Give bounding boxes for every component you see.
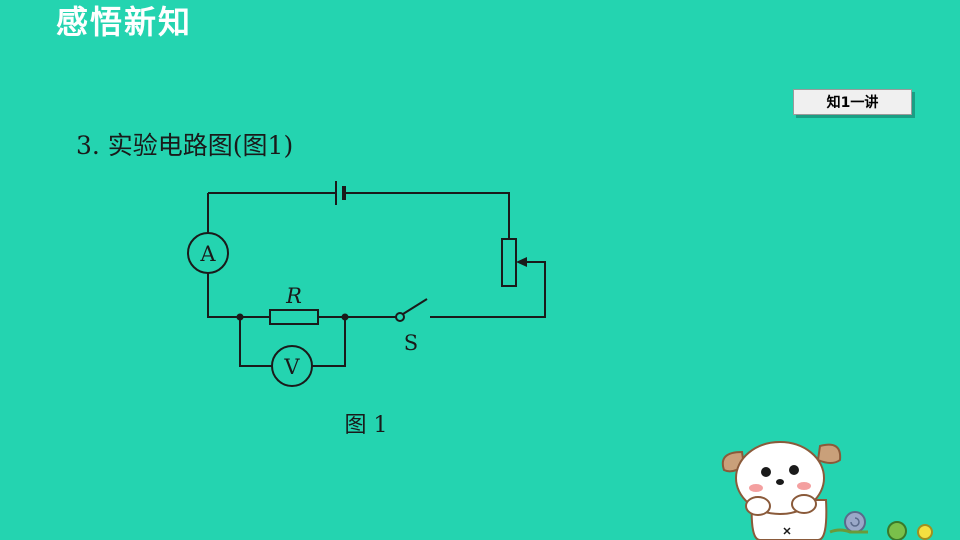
section-badge-label: 知1一讲 bbox=[826, 95, 879, 111]
rheostat-symbol bbox=[501, 238, 517, 287]
mascot-right-eye bbox=[789, 465, 799, 475]
wire-top-left bbox=[207, 192, 336, 233]
mascot-right-paw bbox=[791, 494, 817, 514]
switch-blade bbox=[402, 298, 428, 315]
resistor-label: R bbox=[285, 284, 302, 308]
wire-switch-right bbox=[430, 261, 546, 318]
green-ball-decoration bbox=[887, 521, 907, 540]
mascot-nose bbox=[776, 479, 784, 485]
section-heading: 3. 实验电路图(图1) bbox=[76, 131, 294, 160]
snail-shell bbox=[844, 511, 866, 533]
mascot-left-paw bbox=[745, 496, 771, 516]
resistor-symbol bbox=[269, 309, 319, 325]
voltmeter-label: V bbox=[283, 355, 300, 379]
snail-shell-spiral bbox=[850, 517, 860, 527]
wire-top-right bbox=[344, 192, 510, 239]
page-title: 感悟新知 bbox=[56, 3, 193, 41]
mascot-left-eye bbox=[761, 467, 771, 477]
voltmeter-symbol bbox=[271, 345, 313, 387]
rheostat-slider-arrow bbox=[516, 257, 527, 267]
switch-pivot bbox=[395, 312, 405, 322]
junction-dot-left bbox=[236, 313, 244, 321]
mascot-right-cheek bbox=[797, 482, 811, 490]
mascot-right-ear bbox=[816, 443, 842, 464]
wire-left-lower bbox=[207, 273, 270, 318]
mascot-belly-mark bbox=[783, 527, 791, 535]
wire-voltmeter-loop bbox=[239, 317, 346, 367]
puppy-mascot-illustration bbox=[721, 441, 933, 540]
snail-body bbox=[829, 528, 868, 534]
ammeter-label: A bbox=[199, 242, 216, 266]
yellow-flower-decoration bbox=[917, 524, 933, 540]
section-badge: 知1一讲 bbox=[793, 89, 912, 115]
switch-label: S bbox=[404, 331, 418, 355]
mascot-left-cheek bbox=[749, 484, 763, 492]
figure-caption: 图 1 bbox=[345, 413, 388, 438]
junction-dot-right bbox=[341, 313, 349, 321]
